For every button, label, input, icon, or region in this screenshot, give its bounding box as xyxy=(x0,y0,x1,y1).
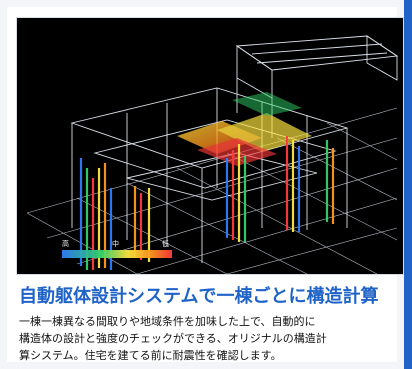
structural-analysis-icon: 高 中 低 xyxy=(17,18,403,274)
caption-title: 自動躯体設計システムで一棟ごとに構造計算 xyxy=(19,286,379,307)
structural-analysis-image: 高 中 低 xyxy=(16,17,404,275)
caption-line-1: 一棟一棟異なる間取りや地域条件を加味した上で、自動的に xyxy=(19,315,316,328)
legend-label-high: 高 xyxy=(62,239,69,248)
heat-legend-bar xyxy=(62,250,172,258)
accent-bar xyxy=(404,0,412,369)
caption-line-3: 算システム。住宅を建てる前に耐震性を確認します。 xyxy=(19,349,282,362)
caption-body: 一棟一棟異なる間取りや地域条件を加味した上で、自動的に 構造体の設計と強度のチェ… xyxy=(19,313,403,364)
legend-label-low: 低 xyxy=(162,239,169,248)
legend-label-mid: 中 xyxy=(112,239,119,248)
feature-card: 高 中 低 自動躯体設計システムで一棟ごとに構造計算 一棟一棟異なる間取りや地域… xyxy=(7,7,404,362)
caption-line-2: 構造体の設計と強度のチェックができる、オリジナルの構造計 xyxy=(19,332,327,345)
